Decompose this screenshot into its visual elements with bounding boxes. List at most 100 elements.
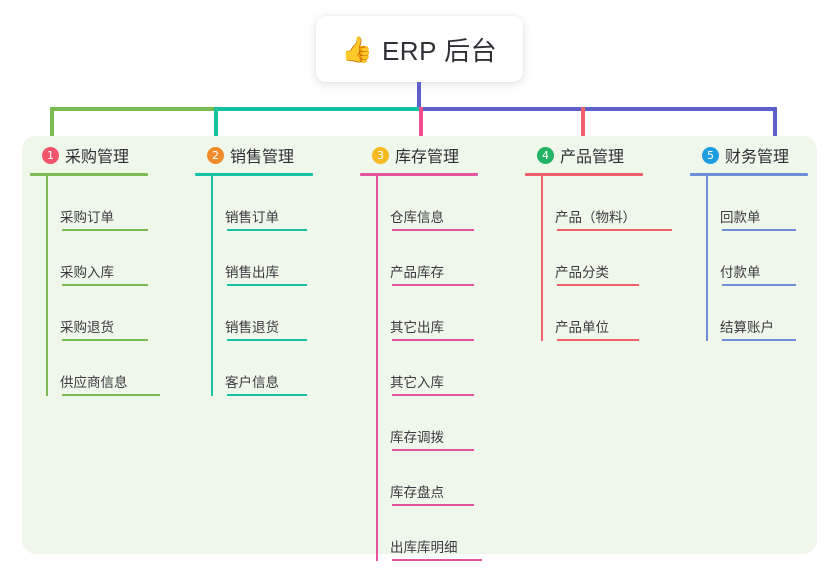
leaf-label: 采购订单 — [60, 210, 114, 225]
leaf-item[interactable]: 产品分类 — [541, 231, 675, 286]
leaf-item[interactable]: 产品库存 — [376, 231, 510, 286]
branch-title: 采购管理 — [65, 149, 130, 166]
leaf-underline — [392, 339, 474, 341]
branch-title: 库存管理 — [395, 149, 460, 166]
leaf-underline — [392, 394, 474, 396]
branch-title: 销售管理 — [230, 149, 295, 166]
leaf-item[interactable]: 销售退货 — [211, 286, 345, 341]
thumbs-up-icon: 👍 — [341, 35, 373, 64]
leaf-underline — [227, 229, 307, 231]
leaf-item[interactable]: 回款单 — [706, 176, 839, 231]
leaf-underline — [62, 339, 148, 341]
branch-leaf-list: 产品（物料） 产品分类产品单位 — [525, 176, 675, 341]
leaf-underline — [62, 284, 148, 286]
root-node-title: ERP 后台 — [381, 35, 498, 66]
leaf-item[interactable]: 销售订单 — [211, 176, 345, 231]
leaf-label: 库存盘点 — [390, 485, 444, 500]
leaf-underline — [392, 449, 474, 451]
leaf-label: 其它入库 — [390, 375, 444, 390]
branch-title: 财务管理 — [725, 149, 790, 166]
branch-leaf-list: 回款单付款单结算账户 — [690, 176, 839, 341]
branch-index-badge: 4 — [537, 146, 554, 164]
leaf-underline — [392, 229, 474, 231]
leaf-item[interactable]: 产品单位 — [541, 286, 675, 341]
branch-drop-connector-1 — [50, 107, 54, 140]
branch-index-badge: 1 — [42, 146, 59, 164]
leaf-underline — [557, 229, 672, 231]
branch-underline — [525, 173, 643, 176]
bus-segment-purple — [419, 107, 773, 111]
leaf-item[interactable]: 采购订单 — [46, 176, 180, 231]
leaf-label: 产品单位 — [555, 320, 609, 335]
leaf-underline — [557, 339, 639, 341]
branch-spine-connector — [541, 176, 543, 341]
leaf-label: 库存调拨 — [390, 430, 444, 445]
leaf-underline — [227, 339, 307, 341]
leaf-item[interactable]: 采购退货 — [46, 286, 180, 341]
leaf-label: 产品库存 — [390, 265, 444, 280]
branch-leaf-list: 销售订单销售出库销售退货客户信息 — [195, 176, 345, 396]
leaf-item[interactable]: 库存调拨 — [376, 396, 510, 451]
branches-panel — [22, 136, 817, 554]
branch-column-1: 1 采购管理采购订单采购入库采购退货供应商信息 — [30, 142, 180, 396]
leaf-item[interactable]: 出库库明细 — [376, 506, 510, 561]
leaf-label: 客户信息 — [225, 375, 279, 390]
leaf-label: 供应商信息 — [60, 375, 128, 390]
leaf-label: 其它出库 — [390, 320, 444, 335]
leaf-item[interactable]: 产品（物料） — [541, 176, 675, 231]
bus-segment-teal — [214, 107, 419, 111]
branch-spine-connector — [211, 176, 213, 396]
leaf-label: 出库库明细 — [390, 540, 458, 555]
branch-leaf-list: 采购订单采购入库采购退货供应商信息 — [30, 176, 180, 396]
branch-header-1[interactable]: 1 采购管理 — [30, 142, 180, 168]
leaf-label: 销售出库 — [225, 265, 279, 280]
branch-underline — [690, 173, 808, 176]
branch-spine-connector — [706, 176, 708, 341]
branch-index-badge: 5 — [702, 146, 719, 164]
leaf-item[interactable]: 仓库信息 — [376, 176, 510, 231]
leaf-underline — [227, 394, 307, 396]
leaf-label: 付款单 — [720, 265, 761, 280]
branch-spine-connector — [46, 176, 48, 396]
leaf-label: 采购退货 — [60, 320, 114, 335]
leaf-underline — [722, 229, 796, 231]
branch-column-5: 5 财务管理回款单付款单结算账户 — [690, 142, 839, 341]
leaf-item[interactable]: 销售出库 — [211, 231, 345, 286]
branch-spine-connector — [376, 176, 378, 561]
root-node-card[interactable]: 👍 ERP 后台 — [316, 16, 523, 82]
branch-index-badge: 3 — [372, 146, 389, 164]
leaf-item[interactable]: 库存盘点 — [376, 451, 510, 506]
leaf-item[interactable]: 采购入库 — [46, 231, 180, 286]
leaf-underline — [227, 284, 307, 286]
leaf-label: 仓库信息 — [390, 210, 444, 225]
leaf-underline — [392, 559, 482, 561]
root-stem-connector — [417, 82, 421, 109]
branch-drop-connector-2 — [214, 107, 218, 140]
leaf-underline — [62, 394, 160, 396]
branch-drop-connector-3 — [419, 107, 423, 140]
leaf-item[interactable]: 客户信息 — [211, 341, 345, 396]
branch-header-5[interactable]: 5 财务管理 — [690, 142, 839, 168]
leaf-label: 销售退货 — [225, 320, 279, 335]
leaf-label: 结算账户 — [720, 320, 774, 335]
leaf-underline — [722, 339, 796, 341]
leaf-label: 销售订单 — [225, 210, 279, 225]
leaf-label: 产品分类 — [555, 265, 609, 280]
leaf-label: 产品（物料） — [555, 210, 636, 225]
leaf-underline — [722, 284, 796, 286]
leaf-item[interactable]: 付款单 — [706, 231, 839, 286]
leaf-item[interactable]: 其它入库 — [376, 341, 510, 396]
leaf-underline — [392, 504, 474, 506]
leaf-item[interactable]: 供应商信息 — [46, 341, 180, 396]
branch-column-3: 3 库存管理仓库信息产品库存其它出库其它入库库存调拨库存盘点出库库明细 — [360, 142, 510, 561]
branch-underline — [195, 173, 313, 176]
branch-header-3[interactable]: 3 库存管理 — [360, 142, 510, 168]
leaf-item[interactable]: 其它出库 — [376, 286, 510, 341]
branch-leaf-list: 仓库信息产品库存其它出库其它入库库存调拨库存盘点出库库明细 — [360, 176, 510, 561]
leaf-item[interactable]: 结算账户 — [706, 286, 839, 341]
